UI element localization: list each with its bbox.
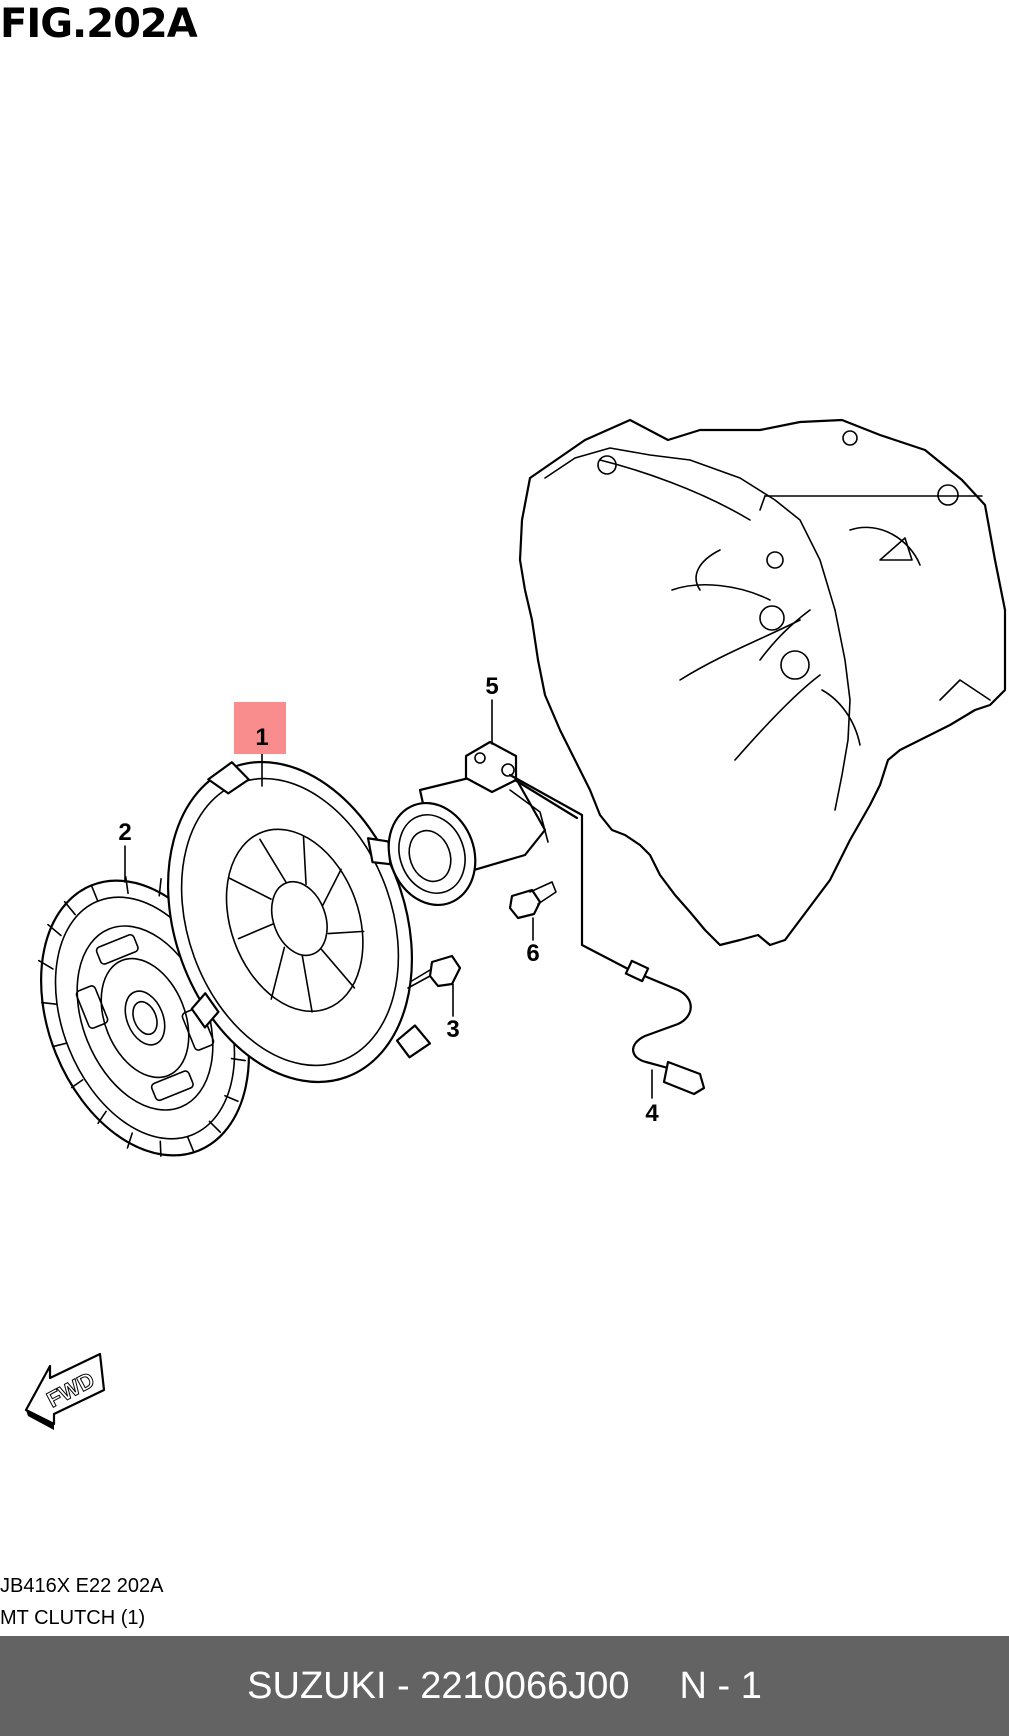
callout-6[interactable]: 6 — [526, 940, 539, 967]
callout-3[interactable]: 3 — [446, 1016, 459, 1043]
diagram-code: JB416X E22 202A — [0, 1575, 164, 1597]
transmission-housing — [518, 418, 1007, 947]
callout-4[interactable]: 4 — [645, 1100, 659, 1127]
clutch-pipe — [508, 773, 706, 1096]
callout-1-highlight — [234, 702, 286, 754]
clutch-cover — [166, 760, 432, 1084]
callout-1[interactable]: 1 — [255, 724, 268, 751]
bolt-3 — [407, 954, 462, 989]
leader-lines — [124, 699, 653, 1099]
page-indicator: N - 1 — [679, 1664, 762, 1707]
footer-bar: SUZUKI - 2210066J00 N - 1 — [0, 1636, 1009, 1736]
part-number: SUZUKI - 2210066J00 — [247, 1664, 630, 1707]
diagram-name: MT CLUTCH (1) — [0, 1607, 146, 1629]
release-bearing — [387, 740, 549, 907]
arrow-fwd-icon: FWD — [24, 1352, 106, 1430]
callouts: 1 2 3 4 5 6 — [118, 673, 659, 1127]
callout-2[interactable]: 2 — [118, 819, 131, 846]
bolt-6 — [508, 881, 557, 920]
callout-5[interactable]: 5 — [485, 673, 498, 700]
figure-title: FIG.202A — [0, 1, 198, 47]
